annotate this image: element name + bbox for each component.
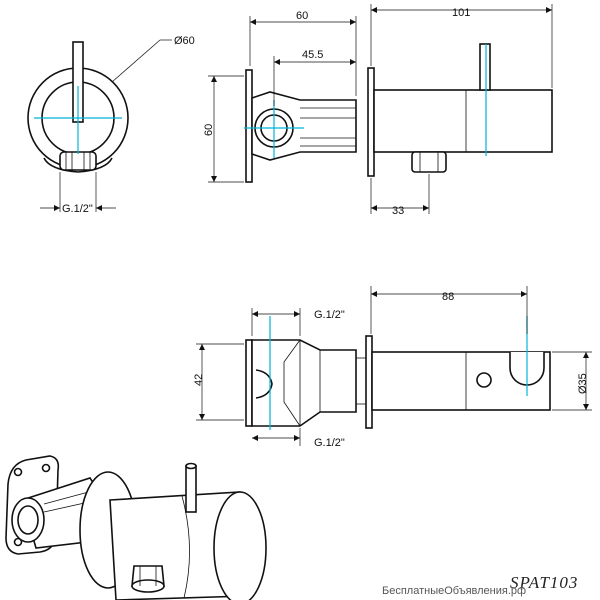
depth-60-label: 60 [296,10,308,22]
top-view: G.1/2" G.1/2" 42 88 Ø35 [193,286,592,449]
thread-front-label: G.1/2" [62,203,93,215]
height-42-label: 42 [193,374,205,386]
offset-33-label: 33 [392,205,404,217]
height-60-label: 60 [203,124,215,136]
diameter-60-label: Ø60 [174,35,195,47]
model-code: SPAT103 [510,573,578,592]
diameter-35-label: Ø35 [577,373,589,394]
depth-45-5-label: 45.5 [302,49,323,61]
thread-bottom-label: G.1/2" [314,437,345,449]
side-view: 60 45.5 60 101 33 [203,4,553,217]
isometric-view [5,455,267,600]
length-88-label: 88 [442,291,454,303]
length-101-label: 101 [452,7,470,19]
front-view: Ø60 G.1/2" [27,35,195,215]
thread-top-label: G.1/2" [314,309,345,321]
watermark: БесплатныеОбъявления.рф [382,585,526,597]
